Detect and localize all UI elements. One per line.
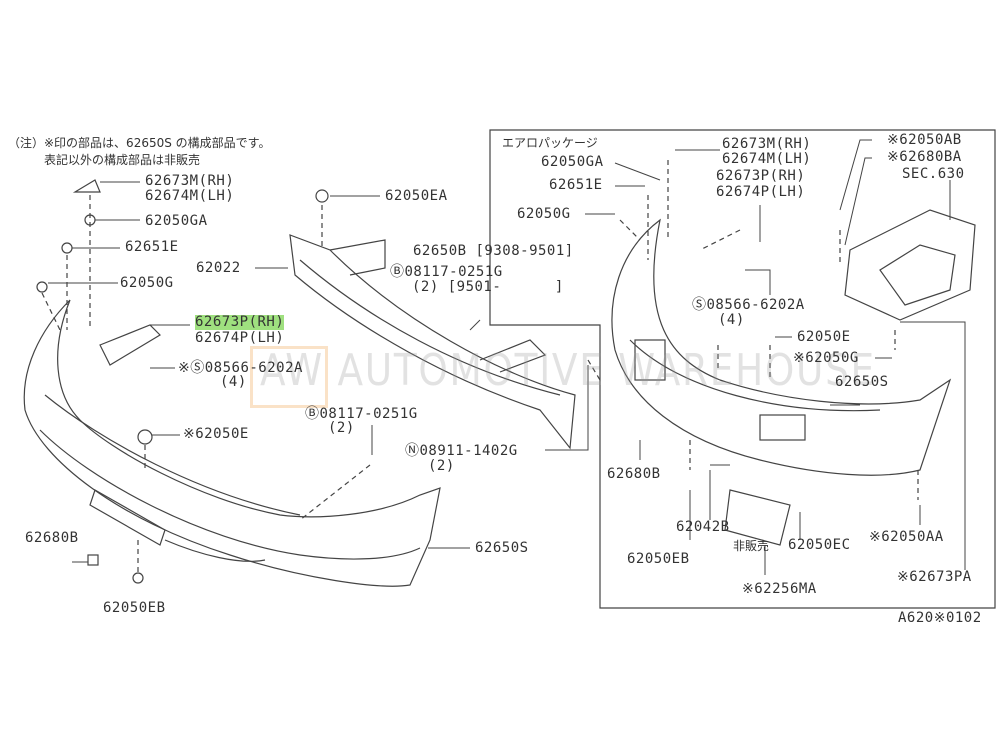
aero-package-title: エアロパッケージ (502, 136, 598, 150)
aero-part-62050AA[interactable]: ※62050AA (869, 529, 944, 545)
part-08117-qty-a: (2) [9501- ] (412, 279, 564, 295)
aero-package-frame (489, 129, 996, 609)
part-62050E[interactable]: ※62050E (183, 426, 249, 442)
part-62674M[interactable]: 62674M(LH) (145, 188, 235, 204)
part-62050G[interactable]: 62050G (120, 275, 174, 291)
part-62651E[interactable]: 62651E (125, 239, 179, 255)
aero-part-62050EB[interactable]: 62050EB (627, 551, 690, 567)
note-line-1: （注）※印の部品は、62650S の構成部品です。 (8, 136, 271, 150)
aero-part-62674P[interactable]: 62674P(LH) (716, 184, 806, 200)
aero-not-sold: 非販売 (733, 539, 770, 553)
part-62050EA[interactable]: 62050EA (385, 188, 448, 204)
part-08566-qty: (4) (220, 374, 247, 390)
part-62050EB[interactable]: 62050EB (103, 600, 166, 616)
aero-part-62673M[interactable]: 62673M(RH) (722, 136, 812, 152)
part-08117-0251G-b[interactable]: Ⓑ08117-0251G (305, 406, 418, 422)
aero-part-62256MA[interactable]: ※62256MA (742, 581, 817, 597)
part-62650B[interactable]: 62650B [9308-9501] (413, 243, 574, 259)
watermark-logo-box (250, 346, 328, 408)
aero-part-62680B[interactable]: 62680B (607, 466, 661, 482)
aero-part-08566-qty: (4) (718, 312, 745, 328)
aero-part-08566-6202A[interactable]: Ⓢ08566-6202A (692, 297, 805, 313)
part-62050GA[interactable]: 62050GA (145, 213, 208, 229)
part-62673P-highlighted[interactable]: 62673P(RH) (195, 314, 285, 330)
part-62650S[interactable]: 62650S (475, 540, 529, 556)
part-62022[interactable]: 62022 (196, 260, 241, 276)
aero-part-62050AB[interactable]: ※62050AB (887, 132, 962, 148)
part-08117-0251G-a[interactable]: Ⓑ08117-0251G (390, 264, 503, 280)
aero-part-62050E[interactable]: 62050E (797, 329, 851, 345)
bumper-reinforcement (289, 234, 576, 450)
aero-bumper (611, 218, 952, 476)
part-08911-qty: (2) (428, 458, 455, 474)
part-08911-1402G[interactable]: Ⓝ08911-1402G (405, 443, 518, 459)
part-62680B[interactable]: 62680B (25, 530, 79, 546)
aero-part-62050EC[interactable]: 62050EC (788, 537, 851, 553)
aero-part-62651E[interactable]: 62651E (549, 177, 603, 193)
aero-part-62042B[interactable]: 62042B (676, 519, 730, 535)
diagram-code: A620※0102 (898, 610, 982, 626)
part-62674P[interactable]: 62674P(LH) (195, 330, 285, 346)
aero-sec-630[interactable]: SEC.630 (902, 166, 965, 182)
aero-part-62674M[interactable]: 62674M(LH) (722, 151, 812, 167)
aero-part-62050G[interactable]: 62050G (517, 206, 571, 222)
part-08566-6202A[interactable]: ※Ⓢ08566-6202A (178, 360, 303, 376)
aero-part-62050G-marked[interactable]: ※62050G (793, 350, 859, 366)
aero-part-62650S[interactable]: 62650S (835, 374, 889, 390)
aero-part-62680BA[interactable]: ※62680BA (887, 149, 962, 165)
note-line-2: 表記以外の構成部品は非販売 (44, 153, 201, 167)
part-08117-qty-b: (2) (328, 420, 355, 436)
watermark: AW AUTOMOTIVE WAREHOUSE (260, 345, 876, 396)
aero-part-62673P[interactable]: 62673P(RH) (716, 168, 806, 184)
front-bumper-left (23, 299, 441, 587)
part-62673M[interactable]: 62673M(RH) (145, 173, 235, 189)
aero-part-62673PA[interactable]: ※62673PA (897, 569, 972, 585)
aero-part-62050GA[interactable]: 62050GA (541, 154, 604, 170)
